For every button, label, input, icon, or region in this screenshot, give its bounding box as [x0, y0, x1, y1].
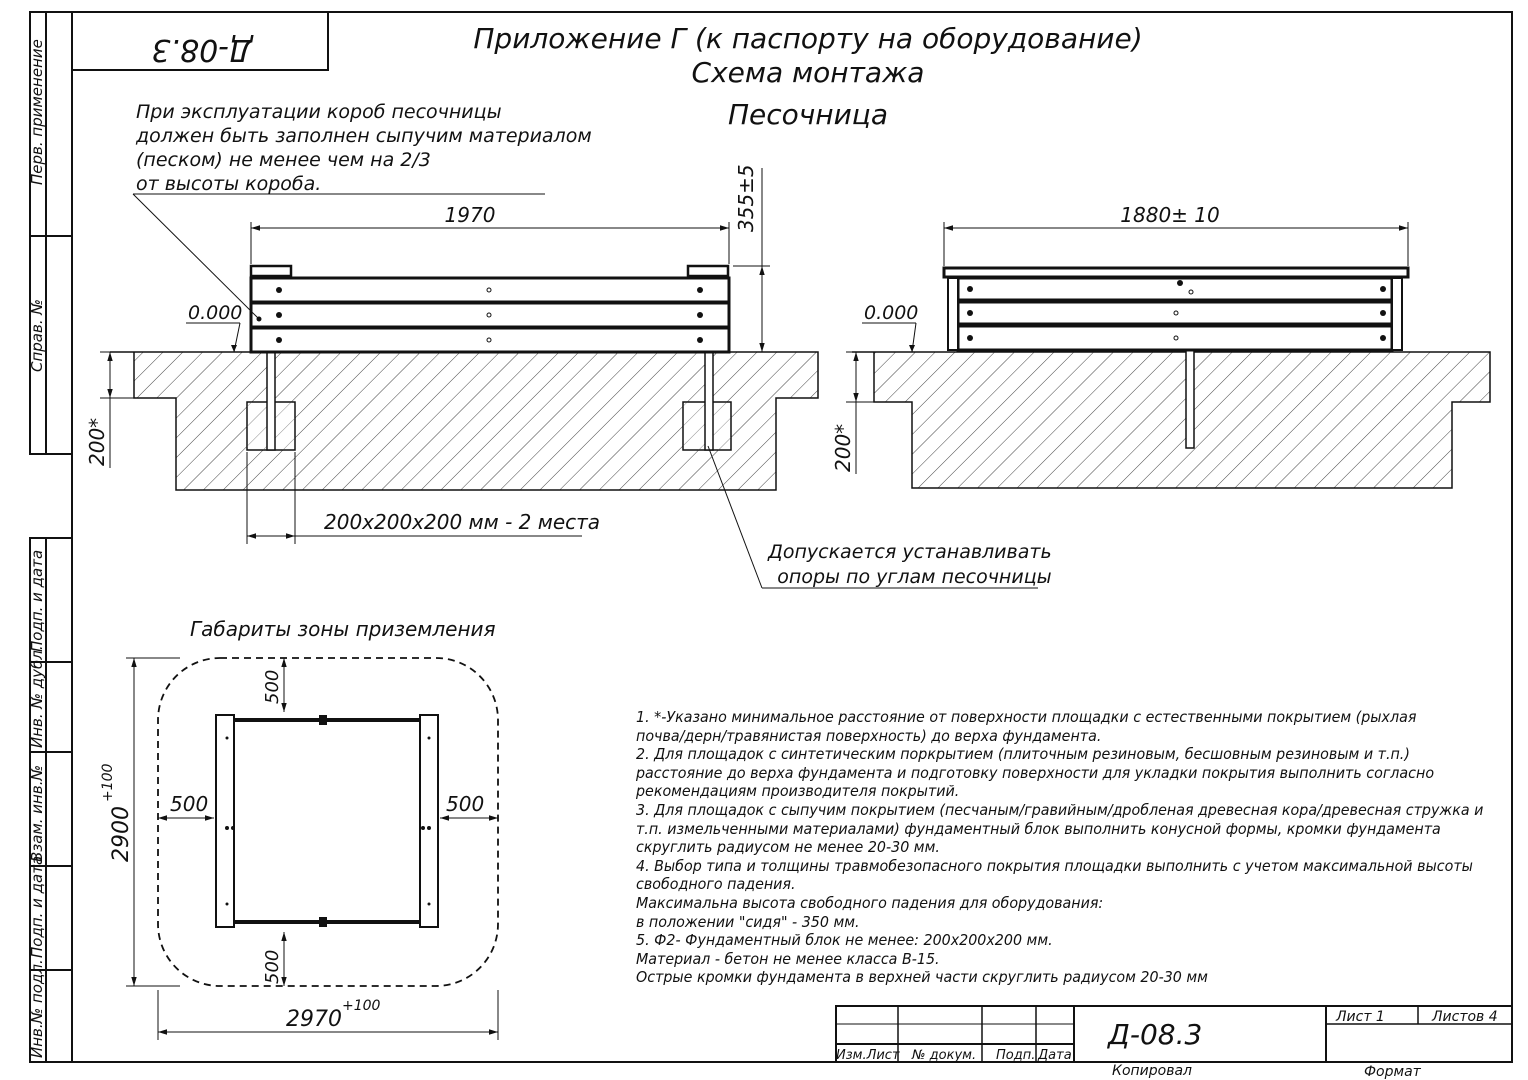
zone-width-tol: +100	[342, 998, 381, 1014]
side-label-podp-2: Подп. и дата	[28, 856, 46, 958]
operation-note: При эксплуатации короб песочницы должен …	[136, 100, 592, 196]
operation-note-line: должен быть заполнен сыпучим материалом	[136, 125, 592, 147]
supports-note-line: Допускается устанавливать	[768, 541, 1052, 563]
title-block-col-doc: № докум.	[911, 1048, 976, 1063]
side-label-sprav: Справ. №	[28, 299, 46, 372]
zone-bottom: 500	[262, 950, 283, 984]
plan-seat-left	[215, 714, 235, 928]
side-label-podp-1: Подп. и дата	[28, 550, 46, 652]
board-3	[249, 326, 731, 354]
title-block-col-izm: Изм.Лист	[836, 1048, 900, 1063]
board-side-1	[956, 276, 1394, 302]
supports-leader-line	[707, 445, 763, 589]
operation-note-line: При эксплуатации короб песочницы	[136, 101, 502, 123]
zone-outline	[157, 657, 499, 987]
plan-seat-right	[419, 714, 439, 928]
note-line: почва/дерн/травянистая поверхность) до в…	[636, 726, 1102, 745]
seat-side	[942, 266, 1410, 279]
note-line: расстояние до верха фундамента и подгото…	[636, 763, 1435, 782]
general-notes: 1. *-Указано минимальное расстояние от п…	[636, 708, 1484, 987]
title-block-sheet: Лист 1	[1335, 1009, 1385, 1025]
dim-height-front: 355±5	[734, 164, 758, 232]
ground-section	[110, 351, 819, 491]
note-line: Максимальна высота свободного падения дл…	[636, 893, 1104, 912]
zone-right: 500	[446, 792, 484, 816]
title-line-1: Приложение Г (к паспорту на оборудование…	[473, 22, 1142, 55]
title-line-3: Песочница	[728, 98, 888, 131]
note-line: 1. *-Указано минимальное расстояние от п…	[636, 708, 1417, 726]
board-side-2	[956, 300, 1394, 326]
side-label-inv-dubl: Инв. № дубл.	[28, 645, 46, 748]
landing-zone: Габариты зоны приземления 500 500 500 50…	[100, 617, 499, 1040]
seat-right	[686, 264, 730, 278]
post-right	[704, 349, 714, 451]
note-line: Острые кромки фундамента в верхней части…	[636, 968, 1208, 987]
bolts-front	[276, 287, 703, 343]
title-block	[835, 1005, 1513, 1063]
post-side	[1185, 347, 1195, 449]
board-1	[249, 276, 731, 304]
title-block-sheets: Листов 4	[1431, 1009, 1498, 1025]
zone-width: 2970	[286, 1007, 342, 1032]
note-line: Материал - бетон не менее класса В-15.	[636, 949, 940, 968]
title-block-col-date: Дата	[1037, 1048, 1072, 1063]
left-side-columns	[29, 11, 73, 1063]
zone-height: 2900	[109, 806, 134, 862]
title-block-designation: Д-08.3	[1106, 1018, 1202, 1051]
dim-width-front: 1970	[445, 203, 496, 227]
post-left	[266, 349, 276, 451]
supports-note-line: опоры по углам песочницы	[777, 566, 1052, 588]
zone-title: Габариты зоны приземления	[190, 617, 496, 641]
zone-left: 500	[170, 792, 208, 816]
depth-side: 200*	[831, 424, 855, 472]
note-line: 2. Для площадок с синтетическим поркрыти…	[636, 745, 1410, 764]
front-view: 1970 355±5 0.000 200* 200х200х200 мм - 2…	[85, 164, 819, 544]
side-label-perv: Перв. применение	[28, 39, 46, 185]
side-label-inv-podl: Инв.№ подл.	[28, 959, 46, 1058]
note-line: рекомендациям производителя покрытий.	[636, 782, 960, 801]
note-line: в положении "сидя" - 350 мм.	[636, 912, 860, 931]
seat-left	[249, 264, 293, 278]
level-front: 0.000	[188, 302, 242, 324]
dim-width-side: 1880± 10	[1120, 203, 1219, 227]
note-line: т.п. измельченными материалами) фундамен…	[636, 819, 1441, 838]
note-line: 3. Для площадок с сыпучим покрытием (пес…	[636, 800, 1484, 819]
title-block-format: Формат	[1364, 1064, 1422, 1080]
zone-top: 500	[262, 670, 283, 704]
note-line: свободного падения.	[636, 875, 796, 894]
top-stamp-text: Д-08.3	[151, 32, 254, 67]
note-line: скруглить радиусом не менее 20-30 мм.	[636, 838, 940, 857]
level-side: 0.000	[864, 302, 918, 324]
operation-note-line: (песком) не менее чем на 2/3	[136, 149, 431, 171]
note-line: 4. Выбор типа и толщины травмобезопасног…	[636, 856, 1473, 875]
title-block-col-sign: Подп.	[996, 1048, 1035, 1063]
operation-note-line: от высоты короба.	[136, 173, 322, 195]
top-stamp-box	[71, 11, 329, 71]
title-block-copied: Копировал	[1112, 1063, 1192, 1079]
bolts-side	[967, 280, 1386, 341]
zone-height-tol: +100	[100, 763, 116, 802]
board-side-3	[956, 324, 1394, 352]
supports-note: Допускается устанавливать опоры по углам…	[768, 540, 1052, 590]
side-label-vzam: Взам. инв.№	[28, 765, 46, 862]
board-2	[249, 301, 731, 329]
side-view: 1880± 10 0.000 200*	[831, 203, 1491, 489]
depth-front: 200*	[85, 418, 109, 466]
ground-section-side	[852, 351, 1491, 489]
title-line-2: Схема монтажа	[692, 56, 925, 89]
foundation-dim: 200х200х200 мм - 2 места	[324, 510, 600, 534]
note-line: 5. Ф2- Фундаментный блок не менее: 200х2…	[636, 931, 1053, 950]
